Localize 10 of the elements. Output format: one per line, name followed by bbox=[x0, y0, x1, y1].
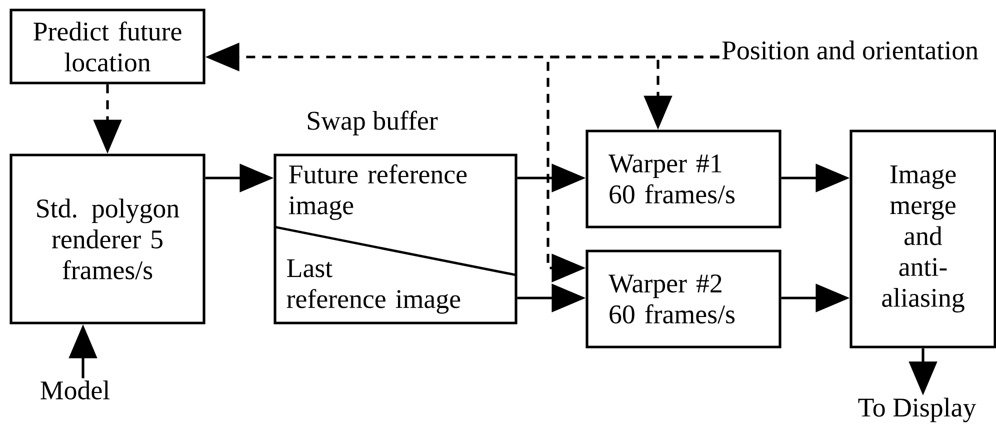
process-box: Image merge and anti-aliasing bbox=[850, 130, 996, 348]
process-box: Predict future location bbox=[10, 8, 206, 84]
process-box: Std. polygon renderer 5 frames/s bbox=[10, 154, 206, 324]
input-label: Model bbox=[40, 380, 110, 400]
process-box: Warper #2 60 frames/s bbox=[586, 250, 782, 348]
output-label: To Display bbox=[858, 398, 976, 422]
process-box: Warper #1 60 frames/s bbox=[586, 130, 782, 228]
buffer-box: Future reference image Last reference image bbox=[274, 154, 518, 324]
heading: Swap buffer bbox=[308, 110, 438, 136]
input-label: Position and orientation bbox=[722, 40, 978, 60]
